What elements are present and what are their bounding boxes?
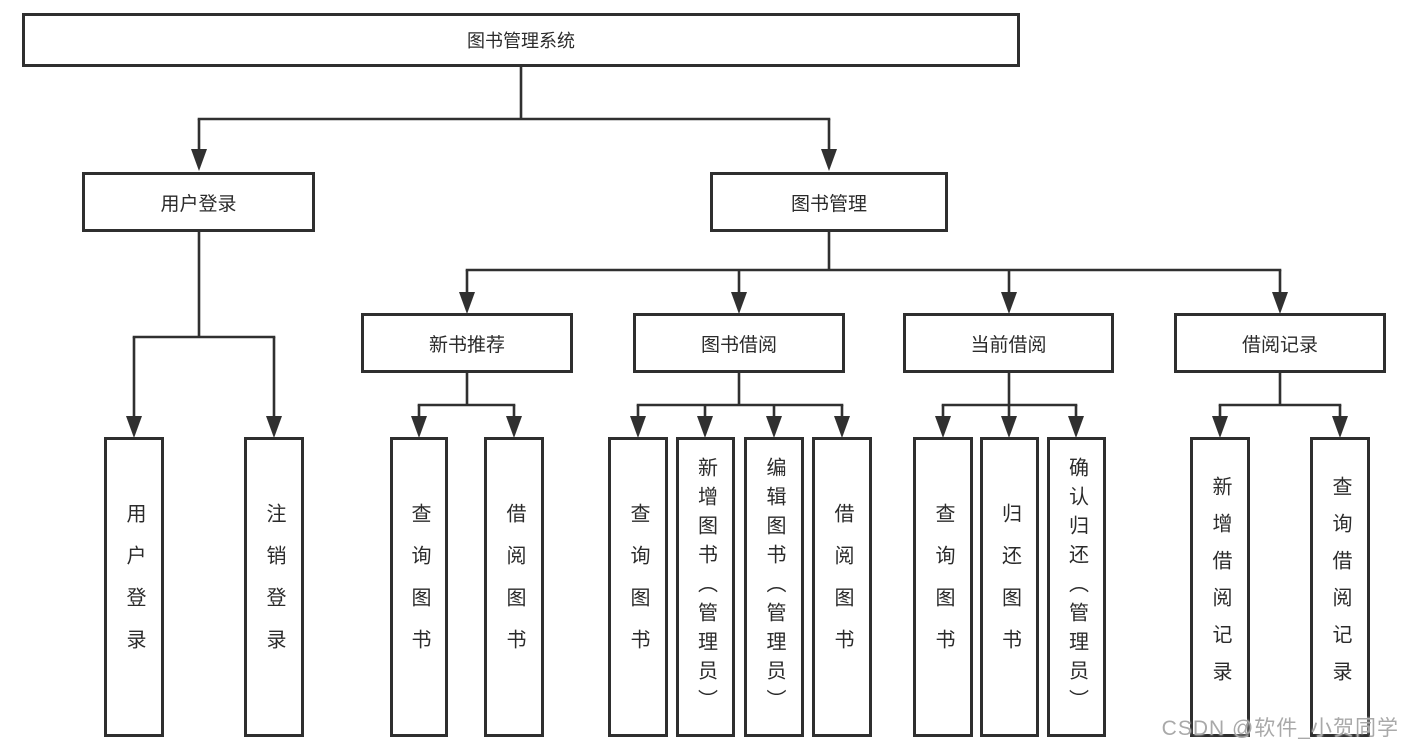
leaf-add-borrow-record: 新增借阅记录: [1190, 437, 1250, 737]
leaf-user-login: 用户登录: [104, 437, 164, 737]
node-label: 归还图书: [998, 503, 1021, 671]
leaf-confirm-return-admin: 确认归还（管理员）: [1047, 437, 1106, 737]
leaf-borrow-books-1: 借阅图书: [484, 437, 544, 737]
leaf-edit-books-admin: 编辑图书（管理员）: [744, 437, 804, 737]
node-label: 查询图书: [627, 503, 649, 671]
node-current-borrowing: 当前借阅: [903, 313, 1114, 373]
node-label: 确认归还（管理员）: [1065, 456, 1088, 718]
node-label: 借阅图书: [831, 503, 853, 671]
watermark: CSDN @软件_小贺同学: [1161, 717, 1399, 740]
leaf-query-books-3: 查询图书: [913, 437, 973, 737]
node-label: 借阅记录: [1241, 334, 1318, 356]
leaf-borrow-books-2: 借阅图书: [812, 437, 872, 737]
node-new-book-recommendation: 新书推荐: [361, 313, 573, 373]
node-label: 当前借阅: [970, 334, 1047, 356]
node-label: 借阅图书: [503, 503, 525, 671]
node-label: 新增借阅记录: [1209, 476, 1231, 698]
node-label: 用户登录: [123, 503, 145, 671]
node-label: 图书管理系统: [467, 31, 575, 51]
node-label: 查询图书: [408, 503, 430, 671]
node-label: 注销登录: [263, 503, 285, 671]
leaf-query-books-1: 查询图书: [390, 437, 448, 737]
node-label: 图书管理: [790, 193, 867, 215]
leaf-add-books-admin: 新增图书（管理员）: [676, 437, 735, 737]
leaf-logout: 注销登录: [244, 437, 304, 737]
node-label: 图书借阅: [700, 334, 777, 356]
node-book-management: 图书管理: [710, 172, 948, 232]
node-label: 查询借阅记录: [1329, 476, 1351, 698]
node-label: 新增图书（管理员）: [694, 456, 717, 718]
node-label: 编辑图书（管理员）: [763, 456, 785, 718]
node-label: 新书推荐: [428, 334, 505, 356]
leaf-query-books-2: 查询图书: [608, 437, 668, 737]
node-label: 用户登录: [160, 193, 237, 215]
node-label: 查询图书: [932, 503, 954, 671]
node-user-login: 用户登录: [82, 172, 315, 232]
leaf-return-books: 归还图书: [980, 437, 1039, 737]
node-library-management-system: 图书管理系统: [22, 13, 1020, 67]
node-borrowing-records: 借阅记录: [1174, 313, 1386, 373]
node-book-borrowing: 图书借阅: [633, 313, 845, 373]
leaf-query-borrow-record: 查询借阅记录: [1310, 437, 1370, 737]
